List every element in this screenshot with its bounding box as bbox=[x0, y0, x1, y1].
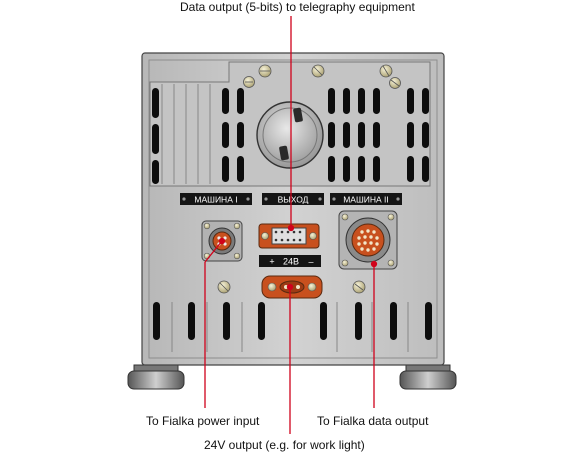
callout-lines bbox=[204, 16, 378, 434]
voltage-minus: – bbox=[308, 257, 313, 267]
plate-vykhod-label: ВЫХОД bbox=[278, 195, 309, 205]
data-output-connector bbox=[258, 223, 320, 249]
callout-dot-24v bbox=[286, 283, 294, 291]
plate-mashina-1-label: МАШИНА I bbox=[194, 195, 237, 205]
dial-knob bbox=[256, 101, 324, 169]
top-screws bbox=[243, 64, 401, 89]
callout-dot-power bbox=[218, 237, 226, 245]
left-ribs bbox=[161, 84, 211, 184]
right-foot bbox=[399, 364, 457, 390]
caption-data-output: Data output (5-bits) to telegraphy equip… bbox=[180, 0, 415, 14]
middle-screws bbox=[217, 280, 366, 294]
upper-vents bbox=[152, 88, 429, 184]
caption-power-input: To Fialka power input bbox=[146, 414, 260, 428]
lower-vents bbox=[153, 302, 432, 352]
voltage-label: 24В bbox=[283, 257, 299, 267]
left-foot bbox=[127, 364, 185, 390]
plate-mashina-2: МАШИНА II bbox=[330, 193, 402, 205]
caption-data-output-fialka: To Fialka data output bbox=[317, 414, 429, 428]
callout-dot-data bbox=[370, 260, 378, 268]
data-input-connector bbox=[338, 210, 398, 270]
caption-24v-output: 24V output (e.g. for work light) bbox=[204, 438, 365, 452]
callout-line-power-a bbox=[204, 240, 223, 263]
callout-dot-top bbox=[287, 224, 295, 232]
plate-mashina-1: МАШИНА I bbox=[180, 193, 252, 205]
plate-mashina-2-label: МАШИНА II bbox=[343, 195, 389, 205]
voltage-plate: + 24В – bbox=[259, 255, 321, 267]
voltage-plus: + bbox=[269, 257, 274, 267]
plate-vykhod: ВЫХОД bbox=[262, 193, 324, 205]
